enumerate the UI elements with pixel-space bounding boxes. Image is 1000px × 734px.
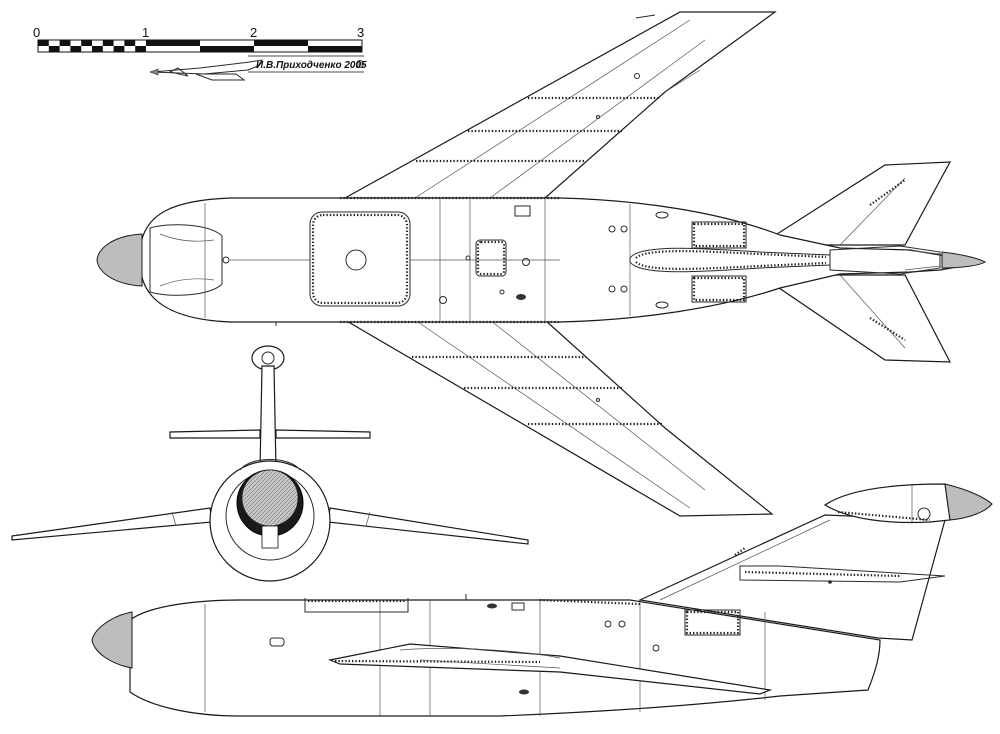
copyright-mark: © [358, 62, 363, 69]
front-view-stabilizers [169, 429, 371, 439]
front-view-radome [241, 469, 299, 527]
side-view-stabilizer [739, 565, 946, 583]
front-view-fin [259, 365, 277, 471]
side-view-fin [637, 514, 946, 641]
top-view [96, 11, 987, 517]
top-view-upper-stabilizer [757, 161, 952, 246]
scale-bar-checker [37, 39, 363, 53]
front-view [11, 345, 529, 582]
top-view-access-panel [309, 211, 411, 307]
top-view-canopy [149, 224, 223, 296]
top-view-upper-wing [342, 11, 777, 199]
scale-label-3: 3 [357, 25, 364, 40]
scale-label-2: 2 [250, 25, 257, 40]
credit-text: И.В.Приходченко 2005 [256, 60, 367, 71]
front-view-left-wing [11, 507, 213, 541]
side-view-nose-radome [91, 611, 133, 669]
scale-label-0: 0 [33, 25, 40, 40]
scale-bar: 0 1 2 3 [33, 25, 364, 53]
aircraft-thumbnail-icon [149, 59, 264, 81]
side-view-wing [327, 643, 773, 695]
scale-label-1: 1 [142, 25, 149, 40]
front-view-right-wing [327, 507, 529, 545]
side-view [91, 483, 993, 717]
top-view-nose-radome [96, 233, 143, 287]
author-credit: И.В.Приходченко 2005 © [248, 55, 367, 73]
top-view-lower-stabilizer [758, 274, 952, 363]
